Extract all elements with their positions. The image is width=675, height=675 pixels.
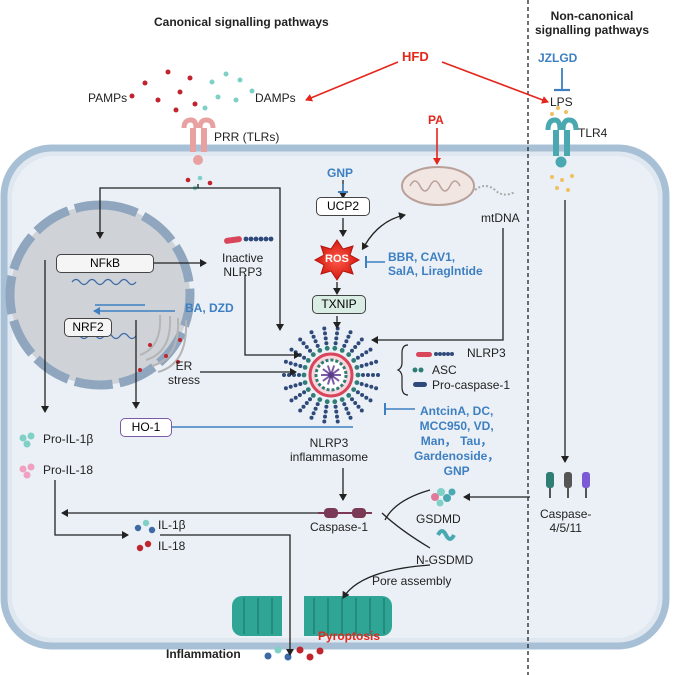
il18-label: IL-18 [158,539,186,553]
lps-label: LPS [550,95,573,109]
legend-procaspase1: Pro-caspase-1 [432,378,511,392]
prr-receptor [181,117,216,165]
damps-label: DAMPs [255,91,296,105]
jzlgd-label: JZLGD [538,51,578,65]
nrf2-activators: BA, DZD [185,301,234,315]
inflammasome-inhibitors: AntcinA, DC, MCC950, VD, Man， Tau， Garde… [414,404,500,478]
mitochondrion [401,166,475,206]
tlr4-receptor [545,106,579,192]
nfkb-box: NFkB [56,254,154,273]
ho1-box: HO-1 [120,418,172,437]
pyroptosis-label: Pyroptosis [318,629,381,643]
pro-il18-label: Pro-IL-18 [43,463,94,477]
il1b-label: IL-1β [158,518,186,532]
ros-inhibitors: BBR, CAV1, SalA, Liraglntide [388,250,483,278]
canonical-header: Canonical signalling pathways [154,15,329,29]
nlrp3-inflammasome [282,326,380,424]
pamps-particles [129,69,198,113]
noncanonical-header: Non-canonical signalling pathways [535,9,650,37]
endoplasmic-reticulum [139,314,188,373]
inflammasome-label: NLRP3 inflammasome [290,436,369,464]
inactive-nlrp3-shape [224,236,274,244]
caspase1-shape [318,508,372,518]
gsdmd-shape [431,488,456,507]
inflammation-label: Inflammation [166,647,241,661]
prr-label: PRR (TLRs) [214,130,280,144]
pore-assembly-label: Pore assembly [372,574,452,588]
gnp-top-label: GNP [327,166,354,180]
mtdna-label: mtDNA [481,211,520,225]
caspase-4-5-11-shapes [546,472,590,498]
er-stress-label: ER stress [168,359,201,387]
damps-particles [202,71,255,111]
gsdmd-label: GSDMD [416,512,461,526]
caspase-4-5-11-label: Caspase- 4/5/11 [540,507,592,535]
legend-nlrp3: NLRP3 [467,346,506,360]
pamps-label: PAMPs [88,91,128,105]
inactive-nlrp3-label: Inactive NLRP3 [222,251,264,279]
legend-asc: ASC [432,363,457,377]
nucleus [5,200,195,390]
caspase1-label: Caspase-1 [310,520,369,534]
hfd-label: HFD [402,49,429,64]
n-gsdmd-shape [436,529,456,541]
nrf2-box: NRF2 [64,318,112,337]
ngsdmd-label: N-GSDMD [416,553,474,567]
ucp2-box: UCP2 [316,197,370,216]
gsdmd-pore [232,596,392,636]
ros-label: ROS [325,253,349,265]
pa-label: PA [428,113,444,127]
tlr4-label: TLR4 [578,126,608,140]
txnip-box: TXNIP [312,295,366,314]
pro-il1b-label: Pro-IL-1β [43,432,94,446]
ros-burst [313,239,361,281]
